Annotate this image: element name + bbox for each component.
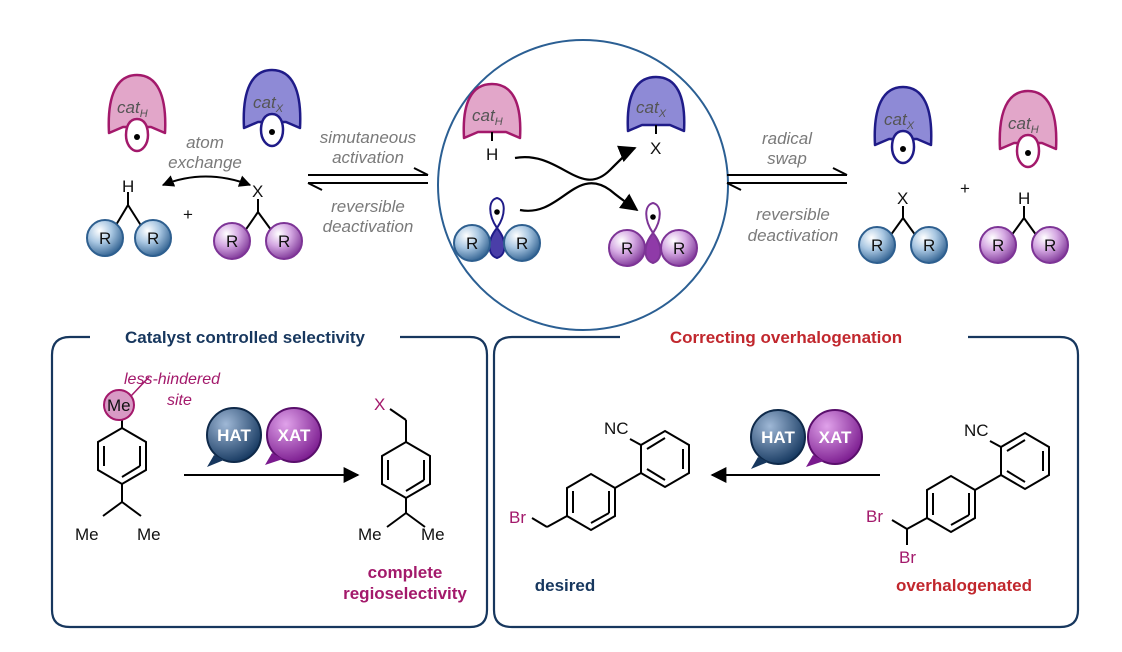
overhalogenated-label: overhalogenated [896, 576, 1032, 595]
nc-label-over: NC [964, 421, 989, 440]
desired-label: desired [535, 576, 595, 595]
svg-text:R: R [516, 234, 528, 253]
regio-label-1: complete [368, 563, 443, 582]
activation-label-2: activation [332, 148, 404, 167]
svg-text:catX: catX [884, 110, 915, 132]
svg-text:R: R [992, 236, 1004, 255]
svg-text:R: R [923, 236, 935, 255]
svg-text:H: H [486, 145, 498, 164]
site-label-2: site [167, 392, 192, 409]
center-cat-x: catX X [626, 75, 686, 158]
atom-exchange-label-2: exchange [168, 153, 242, 172]
svg-text:catH: catH [1008, 114, 1039, 136]
svg-text:R: R [1044, 236, 1056, 255]
deactivation-left-label-2: deactivation [323, 217, 414, 236]
cumene-substrate [97, 412, 147, 517]
xat-badge-left: XAT [265, 407, 322, 465]
plus-sign-right: + [960, 179, 970, 198]
substrate-x-left: X R R [213, 182, 303, 260]
svg-text:R: R [226, 232, 238, 251]
svg-text:R: R [466, 234, 478, 253]
regio-label-2: regioselectivity [343, 584, 467, 603]
me-product-left: Me [358, 525, 382, 544]
methyl-label: Me [107, 396, 131, 415]
deactivation-left-label-1: reversible [331, 197, 405, 216]
svg-text:R: R [99, 229, 111, 248]
br-label-over-1: Br [866, 507, 883, 526]
cat-h-label: catH [117, 98, 148, 120]
svg-text:R: R [278, 232, 290, 251]
radical-swap-label-1: radical [762, 129, 813, 148]
nc-label-desired: NC [604, 419, 629, 438]
br-label-over-2: Br [899, 548, 916, 567]
br-label-desired: Br [509, 508, 526, 527]
equilibrium-arrow-left [307, 167, 429, 191]
svg-text:XAT: XAT [819, 428, 852, 447]
center-radical-purple: R R [608, 201, 698, 267]
site-label-1: less-hindered [124, 371, 221, 388]
svg-text:X: X [252, 182, 263, 201]
center-cat-h: catH H [462, 82, 522, 164]
deactivation-right-label-1: reversible [756, 205, 830, 224]
site-pointer [130, 376, 150, 397]
hat-badge-right: HAT [750, 409, 806, 469]
substrate-h-left: H R R [86, 177, 172, 257]
svg-text:HAT: HAT [217, 426, 251, 445]
equilibrium-arrow-right [726, 167, 848, 191]
deactivation-right-label-2: deactivation [748, 226, 839, 245]
right-panel-frame [492, 335, 1080, 629]
halogenated-product-left [381, 408, 431, 528]
reaction-center-circle [437, 39, 729, 331]
x-label-product: X [374, 395, 385, 414]
svg-text:HAT: HAT [761, 428, 795, 447]
left-panel-frame [50, 335, 489, 629]
svg-text:R: R [621, 239, 633, 258]
svg-text:H: H [1018, 189, 1030, 208]
atom-exchange-label-1: atom [186, 133, 224, 152]
atom-exchange-arrow [161, 175, 252, 187]
svg-text:H: H [122, 177, 134, 196]
svg-text:X: X [897, 189, 908, 208]
methyl-highlight [103, 389, 135, 421]
me-product-right: Me [421, 525, 445, 544]
product-h-right: H R R [979, 189, 1069, 264]
left-panel-title: Catalyst controlled selectivity [125, 328, 366, 347]
center-radical-blue: R R [453, 196, 541, 262]
center-curved-arrow-up [514, 145, 637, 181]
cat-h-catalyst-right: catH [998, 89, 1058, 169]
svg-text:catH: catH [472, 106, 503, 128]
me-right: Me [137, 525, 161, 544]
overhalogenated-biphenyl [891, 431, 1050, 545]
svg-text:R: R [673, 239, 685, 258]
me-left: Me [75, 525, 99, 544]
cat-h-catalyst-left: catH [107, 73, 167, 153]
radical-swap-label-2: swap [767, 149, 807, 168]
activation-label-1: simutaneous [320, 128, 417, 147]
product-x-right: X R R [858, 189, 948, 264]
cat-x-catalyst-right: catX [873, 85, 933, 165]
svg-text:R: R [871, 236, 883, 255]
cat-x-label: catX [253, 93, 284, 115]
svg-text:R: R [147, 229, 159, 248]
xat-badge-right: XAT [806, 409, 863, 467]
plus-sign-left: + [183, 205, 193, 224]
right-panel-title: Correcting overhalogenation [670, 328, 902, 347]
svg-text:XAT: XAT [278, 426, 311, 445]
svg-text:catX: catX [636, 98, 667, 120]
cat-x-catalyst-left: catX [242, 68, 302, 148]
center-curved-arrow-down [519, 182, 639, 212]
desired-biphenyl [531, 429, 690, 532]
svg-text:X: X [650, 139, 661, 158]
hat-badge-left: HAT [206, 407, 262, 467]
